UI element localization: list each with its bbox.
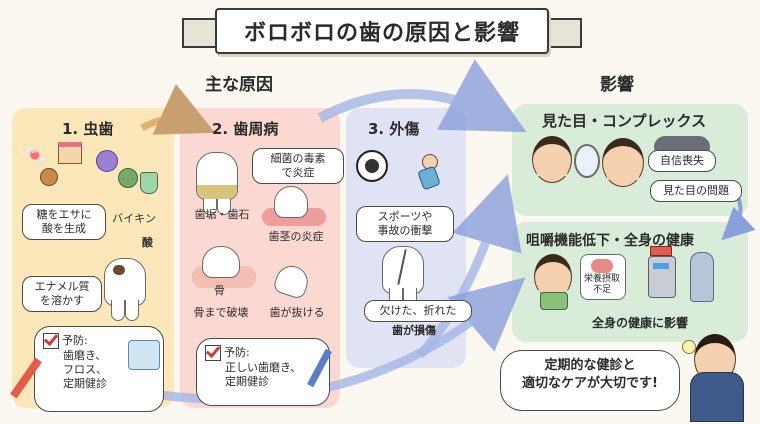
gum-toxin-bubble: 細菌の毒素で炎症 <box>252 148 344 184</box>
nutrition-label: 栄養摂取不足 <box>583 274 620 295</box>
plaque-label: 歯垢・歯石 <box>194 208 250 221</box>
donut-icon <box>40 168 58 186</box>
flask-icon <box>140 172 158 194</box>
appearance-title: 見た目・コンプレックス <box>542 112 707 130</box>
low-battery-icon <box>650 246 672 256</box>
bacteria-label: バイキン <box>112 212 156 225</box>
worried-person-icon <box>532 136 572 183</box>
stomach-icon <box>580 254 626 300</box>
decay-bubble-enamel: エナメル質を溶かす <box>22 276 102 312</box>
dentist-uniform-icon <box>690 372 744 422</box>
trauma-damage-label: 歯が損傷 <box>392 324 436 337</box>
sad-person-icon <box>602 138 644 187</box>
mirror-icon <box>574 144 600 178</box>
bone-label: 骨 <box>214 284 225 297</box>
whole-body-label: 全身の健康に影響 <box>591 316 688 330</box>
cake-icon <box>58 142 82 164</box>
effects-header: 影響 <box>600 75 634 95</box>
trauma-broken-bubble: 欠けた、折れた <box>364 300 472 322</box>
gum-disease-title: 2. 歯周病 <box>212 120 279 138</box>
check-icon <box>205 345 221 361</box>
acid-label: 酸 <box>142 236 153 249</box>
decay-prevention-bubble: 予防: 歯磨き、 フロス、 定期健診 <box>34 326 164 412</box>
decay-title: 1. 虫歯 <box>62 120 114 138</box>
bone-tooth-icon <box>202 246 240 278</box>
arrow-causes-to-effects-top <box>317 59 527 133</box>
robot-icon <box>648 256 676 298</box>
tooth-loss-label: 歯が抜ける <box>269 306 325 319</box>
gum-inflammation-label: 歯茎の炎症 <box>268 230 324 243</box>
advice-bubble: 定期的な健診と適切なケアが大切です! <box>500 350 680 411</box>
bacteria-green-icon <box>118 168 138 188</box>
page-title: ボロボロの歯の原因と影響 <box>215 8 549 54</box>
trauma-impact-bubble: スポーツや事故の衝撃 <box>356 206 454 242</box>
bone-destroy-label: 骨まで破壊 <box>193 306 249 319</box>
soccer-ball-icon <box>356 150 388 182</box>
candy-icon: 🍬 <box>24 145 47 166</box>
human-silhouette-icon <box>690 252 714 302</box>
confidence-loss-label: 自信喪失 <box>648 150 716 172</box>
causes-header: 主な原因 <box>205 75 273 95</box>
gum-tooth-icon <box>274 186 308 218</box>
bacteria-icon <box>96 150 118 172</box>
body-icon <box>540 292 568 310</box>
falling-boy-icon <box>414 154 442 198</box>
appearance-issue-label: 見た目の問題 <box>650 180 742 202</box>
decay-bubble-sugar: 糖をエサに酸を生成 <box>22 204 106 240</box>
health-title: 咀嚼機能低下・全身の健康 <box>526 233 694 249</box>
trauma-title: 3. 外傷 <box>368 120 420 138</box>
cracked-tooth-icon <box>382 246 424 309</box>
arrow-decay-to-gum <box>140 83 216 135</box>
gum-prevention-bubble: 予防: 正しい歯磨き、 定期健診 <box>196 338 330 406</box>
dental-chair-icon <box>128 340 160 370</box>
decayed-tooth-icon <box>104 258 146 321</box>
plaque-tooth-icon <box>196 152 238 215</box>
check-icon <box>43 333 59 349</box>
